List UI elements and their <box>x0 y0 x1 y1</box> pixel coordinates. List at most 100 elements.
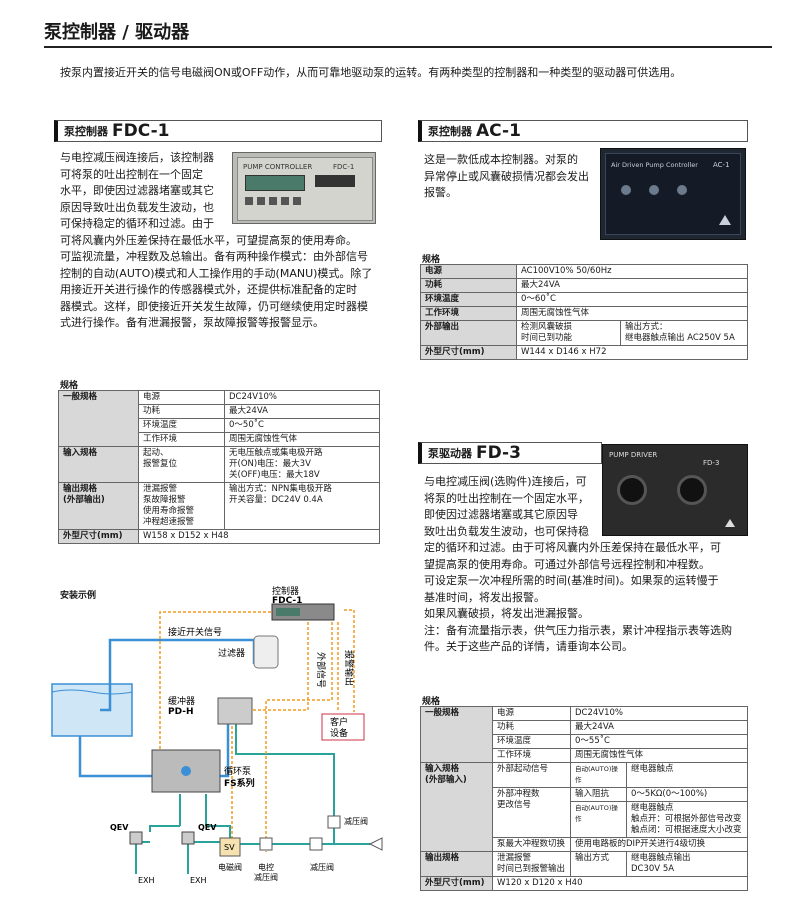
table-row: 功耗最大24VA <box>421 720 748 735</box>
table-row: 外型尺寸(mm)W144 x D146 x H72 <box>420 345 748 360</box>
fd3-heading: 泵驱动器 FD-3 <box>418 442 602 464</box>
ac1-device-label: Air Driven Pump Controller <box>611 161 698 169</box>
exh-label: EXH <box>138 876 155 885</box>
table-row: 外型尺寸(mm) W120 x D120 x H40 <box>420 876 748 891</box>
damper-label: 缓冲器 <box>168 695 195 707</box>
ac1-line: 异常停止或风囊破损情况都会发出 <box>424 169 589 183</box>
fdc1-line: 与电控减压阀连接后，该控制器 <box>60 151 214 164</box>
reg-valve-label: 减压阀 <box>310 862 334 872</box>
ep-valve-label: 电控 <box>258 862 274 872</box>
ac1-line: 这是一款低成本控制器。对泵的 <box>424 153 578 166</box>
fdc1-line: 原因导致吐出负载发生波动，也 <box>60 200 214 214</box>
filter-icon <box>253 635 279 669</box>
fdc1-device-label: PUMP CONTROLLER <box>243 163 313 171</box>
fd3-line: 如果风囊破损，将发出泄漏报警。 <box>424 607 589 620</box>
controller-model: FDC-1 <box>272 596 302 606</box>
qev-icon <box>129 831 143 845</box>
fdc1-device-model: FDC-1 <box>333 163 355 171</box>
exh-label: EXH <box>190 876 207 885</box>
table-row: 工作环境周围无腐蚀性气体 <box>420 306 748 321</box>
fdc1-heading: 泵控制器 FDC-1 <box>54 120 382 142</box>
damper-model: PD-H <box>168 707 194 717</box>
table-row: 功耗最大24VA <box>420 278 748 293</box>
fd3-line: 基准时间，将发出报警。 <box>424 590 545 604</box>
qev-icon <box>181 831 195 845</box>
qev-label: QEV <box>198 823 217 832</box>
fdc1-line: 可监视流量，冲程数及总输出。备有两种操作模式：由外部信号 <box>60 250 368 263</box>
fdc1-line: 用接近开关进行操作的传感器模式外，还提供标准配备的定时 <box>60 283 357 296</box>
pump-label: 循环泵 <box>224 765 251 777</box>
customer-box <box>321 713 365 741</box>
fdc1-device-display <box>245 175 305 191</box>
ac1-device-model: AC-1 <box>713 161 730 169</box>
fdc1-line: 水平，即使因过滤器堵塞或其它 <box>60 184 214 197</box>
reg-valve-icon <box>327 815 341 829</box>
title-rule <box>44 46 772 48</box>
fd3-line: 望提高泵的使用寿命。可通过外部信号远程控制和冲程数。 <box>424 557 710 571</box>
install-label: 安装示例 <box>60 591 97 601</box>
customer-label: 客户 <box>330 716 348 728</box>
fdc1-heading-prefix: 泵控制器 <box>64 125 108 138</box>
ac1-heading-model: AC-1 <box>476 121 521 141</box>
page-title: 泵控制器 / 驱动器 <box>44 22 190 43</box>
fdc1-line: 可将风囊内外压差保持在最低水平，可望提高泵的使用寿命。 <box>60 233 357 247</box>
logo-icon <box>725 519 735 527</box>
ac1-spec-label: 规格 <box>422 255 441 265</box>
pump-model: FS系列 <box>224 777 255 789</box>
ep-valve-label-2: 减压阀 <box>254 872 278 882</box>
fd3-heading-prefix: 泵驱动器 <box>428 447 472 460</box>
qev-label: QEV <box>110 823 129 832</box>
fdc1-line: 控制的自动(AUTO)模式和人工操作用的手动(MANU)模式。除了 <box>60 266 373 280</box>
table-row: 外部冲程数更改信号 输入阻抗 0～5KΩ(0～100%) <box>421 787 748 838</box>
fd3-line: 与电控减压阀(选购件)连接后，可 <box>424 475 587 488</box>
fd3-line: 致吐出负载发生波动，也可保持稳 <box>424 524 589 538</box>
ac1-heading: 泵控制器 AC-1 <box>418 120 748 142</box>
install-diagram: 控制器 FDC-1 接近开关信号 过滤器 外部信号 报警输出 客户 设备 缓冲器… <box>51 585 383 885</box>
ac1-device-image: Air Driven Pump Controller AC-1 <box>600 148 746 240</box>
controller-label: 控制器 <box>272 585 299 597</box>
fdc1-line: 式进行操作。备有泄漏报警，泵故障报警等报警显示。 <box>60 316 324 329</box>
knob-icon <box>617 475 647 505</box>
ep-valve-icon <box>259 837 273 851</box>
damper-icon <box>217 697 253 725</box>
fd3-spec-label: 规格 <box>422 697 441 707</box>
filter-label: 过滤器 <box>218 647 245 659</box>
reg-valve-label: 减压阀 <box>344 816 368 826</box>
alarm-out-label: 报警输出 <box>343 650 355 686</box>
table-row: 输出规格(外部输出) 泄漏报警泵故障报警使用寿命报警冲程超速报警 输出方式：NP… <box>58 482 380 530</box>
fd3-heading-model: FD-3 <box>476 443 521 463</box>
fdc1-line: 可保持稳定的循环和过滤。由于 <box>60 217 214 230</box>
sv-icon <box>219 837 241 857</box>
pipe-supply <box>78 736 152 778</box>
fd3-line: 注：备有流量指示表，供气压力指示表，累计冲程指示表等选购 <box>424 623 732 637</box>
solenoid-label: 电磁阀 <box>218 862 242 872</box>
fdc1-heading-model: FDC-1 <box>112 121 170 141</box>
table-row: 外部输出 检测风囊破损时间已到功能 输出方式：继电器触点输出 AC250V 5A <box>420 320 748 346</box>
table-row: 自动(AUTO)操作 继电器触点触点开：可根据外部信号改变触点闭：可根据速度大小… <box>421 801 748 838</box>
reg-valve-icon <box>309 837 323 851</box>
air-inlet-icon <box>368 837 383 851</box>
table-row: 外型尺寸(mm) W158 x D152 x H48 <box>58 529 380 544</box>
fd3-line: 将泵的吐出控制在一个固定水平， <box>424 491 589 505</box>
fdc1-description: 与电控减压阀连接后，该控制器 可将泵的吐出控制在一个固定 水平，即使因过滤器堵塞… <box>60 150 372 332</box>
logo-icon <box>719 215 731 225</box>
fd3-line: 件。关于这些产品的详情，请垂询本公司。 <box>424 640 633 653</box>
proximity-label: 接近开关信号 <box>168 626 222 638</box>
fd3-line: 可设定泵一次冲程所需的时间(基准时间)。如果泵的运转慢于 <box>424 574 719 587</box>
knob-icon <box>677 475 707 505</box>
table-row: 泵最大冲程数切换 使用电路板的DIP开关进行4级切换 <box>421 837 748 852</box>
fd3-line: 即使因过滤器堵塞或其它原因导 <box>424 508 578 521</box>
table-row: 输入规格(外部输入) 外部起动信号 自动(AUTO)操作 继电器触点 <box>420 762 748 852</box>
ac1-description: 这是一款低成本控制器。对泵的 异常停止或风囊破损情况都会发出 报警。 <box>424 152 589 202</box>
